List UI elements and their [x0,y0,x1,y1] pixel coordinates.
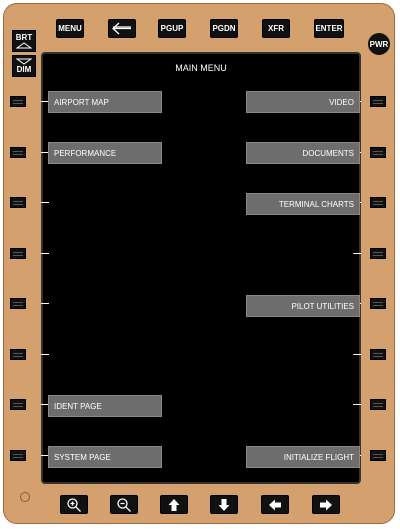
lsk-right-2[interactable] [370,147,386,158]
arrow-up-icon [168,498,180,511]
mfd-screen: MAIN MENU AIRPORT MAP PERFORMANCE IDENT … [41,52,361,484]
arrow-down-icon [218,498,230,511]
menu-item-label: IDENT PAGE [54,401,102,411]
lsk-tick [41,202,49,203]
lsk-left-7[interactable] [10,399,26,410]
menu-item-label: AIRPORT MAP [54,97,109,107]
lsk-left-4[interactable] [10,248,26,259]
pgdn-button-label: PGDN [212,24,236,33]
menu-item-label: DOCUMENTS [302,148,354,158]
triangle-down-icon [16,58,32,65]
arrow-left-icon [269,499,281,510]
arrow-down-button[interactable] [210,495,238,514]
enter-button-label: ENTER [315,24,343,33]
zoom-out-button[interactable] [110,495,138,514]
zoom-in-icon [67,497,81,512]
enter-button[interactable]: ENTER [314,19,344,38]
power-button[interactable]: PWR [368,33,390,55]
lsk-left-3[interactable] [10,197,26,208]
lsk-right-4[interactable] [370,248,386,259]
xfr-button[interactable]: XFR [262,19,290,38]
lsk-right-8[interactable] [370,450,386,461]
menu-item-video[interactable]: VIDEO [246,91,360,113]
brt-label: BRT [15,33,33,42]
page-title: MAIN MENU [175,63,227,73]
lsk-tick [41,354,49,355]
brightness-down-button[interactable]: DIM [12,55,36,77]
lsk-tick [41,404,49,405]
xfr-button-label: XFR [268,24,284,33]
menu-item-label: SYSTEM PAGE [54,452,111,462]
arrow-right-icon [320,499,332,510]
arrow-right-button[interactable] [312,495,340,514]
back-button[interactable] [108,19,136,38]
menu-item-ident-page[interactable]: IDENT PAGE [48,395,162,417]
menu-button-label: MENU [58,24,82,33]
lsk-left-8[interactable] [10,450,26,461]
menu-item-label: VIDEO [329,97,354,107]
lsk-tick [41,101,49,102]
lsk-tick [353,404,361,405]
arrow-left-button[interactable] [261,495,289,514]
menu-item-label: INITIALIZE FLIGHT [283,452,354,462]
pgup-button[interactable]: PGUP [158,19,186,38]
screw-icon [20,492,30,502]
lsk-left-1[interactable] [10,96,26,107]
menu-item-system-page[interactable]: SYSTEM PAGE [48,446,162,468]
lsk-tick [41,152,49,153]
menu-item-initialize-flight[interactable]: INITIALIZE FLIGHT [246,446,360,468]
menu-button[interactable]: MENU [56,19,84,38]
pgup-button-label: PGUP [160,24,184,33]
power-button-label: PWR [369,39,389,49]
lsk-tick [353,354,361,355]
lsk-tick [41,303,49,304]
menu-item-documents[interactable]: DOCUMENTS [246,142,360,164]
menu-item-label: PERFORMANCE [54,148,117,158]
menu-item-label: TERMINAL CHARTS [278,199,354,209]
lsk-right-5[interactable] [370,298,386,309]
dim-label: DIM [16,65,32,74]
lsk-right-1[interactable] [370,96,386,107]
menu-item-performance[interactable]: PERFORMANCE [48,142,162,164]
left-arrow-icon [112,22,131,35]
brightness-up-button[interactable]: BRT [12,30,36,52]
lsk-right-3[interactable] [370,197,386,208]
zoom-in-button[interactable] [60,495,88,514]
menu-item-airport-map[interactable]: AIRPORT MAP [48,91,162,113]
menu-item-pilot-utilities[interactable]: PILOT UTILITIES [246,295,360,317]
triangle-up-icon [16,42,32,49]
menu-item-terminal-charts[interactable]: TERMINAL CHARTS [246,193,360,215]
pgdn-button[interactable]: PGDN [210,19,238,38]
arrow-up-button[interactable] [160,495,188,514]
zoom-out-icon [117,497,131,512]
lsk-left-5[interactable] [10,298,26,309]
lsk-tick [353,253,361,254]
menu-item-label: PILOT UTILITIES [291,301,354,311]
lsk-right-6[interactable] [370,349,386,360]
lsk-tick [41,253,49,254]
display-bezel: MENU PGUP PGDN XFR ENTER PWR BRT DIM MAI… [3,3,395,524]
lsk-left-6[interactable] [10,349,26,360]
lsk-tick [41,455,49,456]
lsk-right-7[interactable] [370,399,386,410]
lsk-left-2[interactable] [10,147,26,158]
